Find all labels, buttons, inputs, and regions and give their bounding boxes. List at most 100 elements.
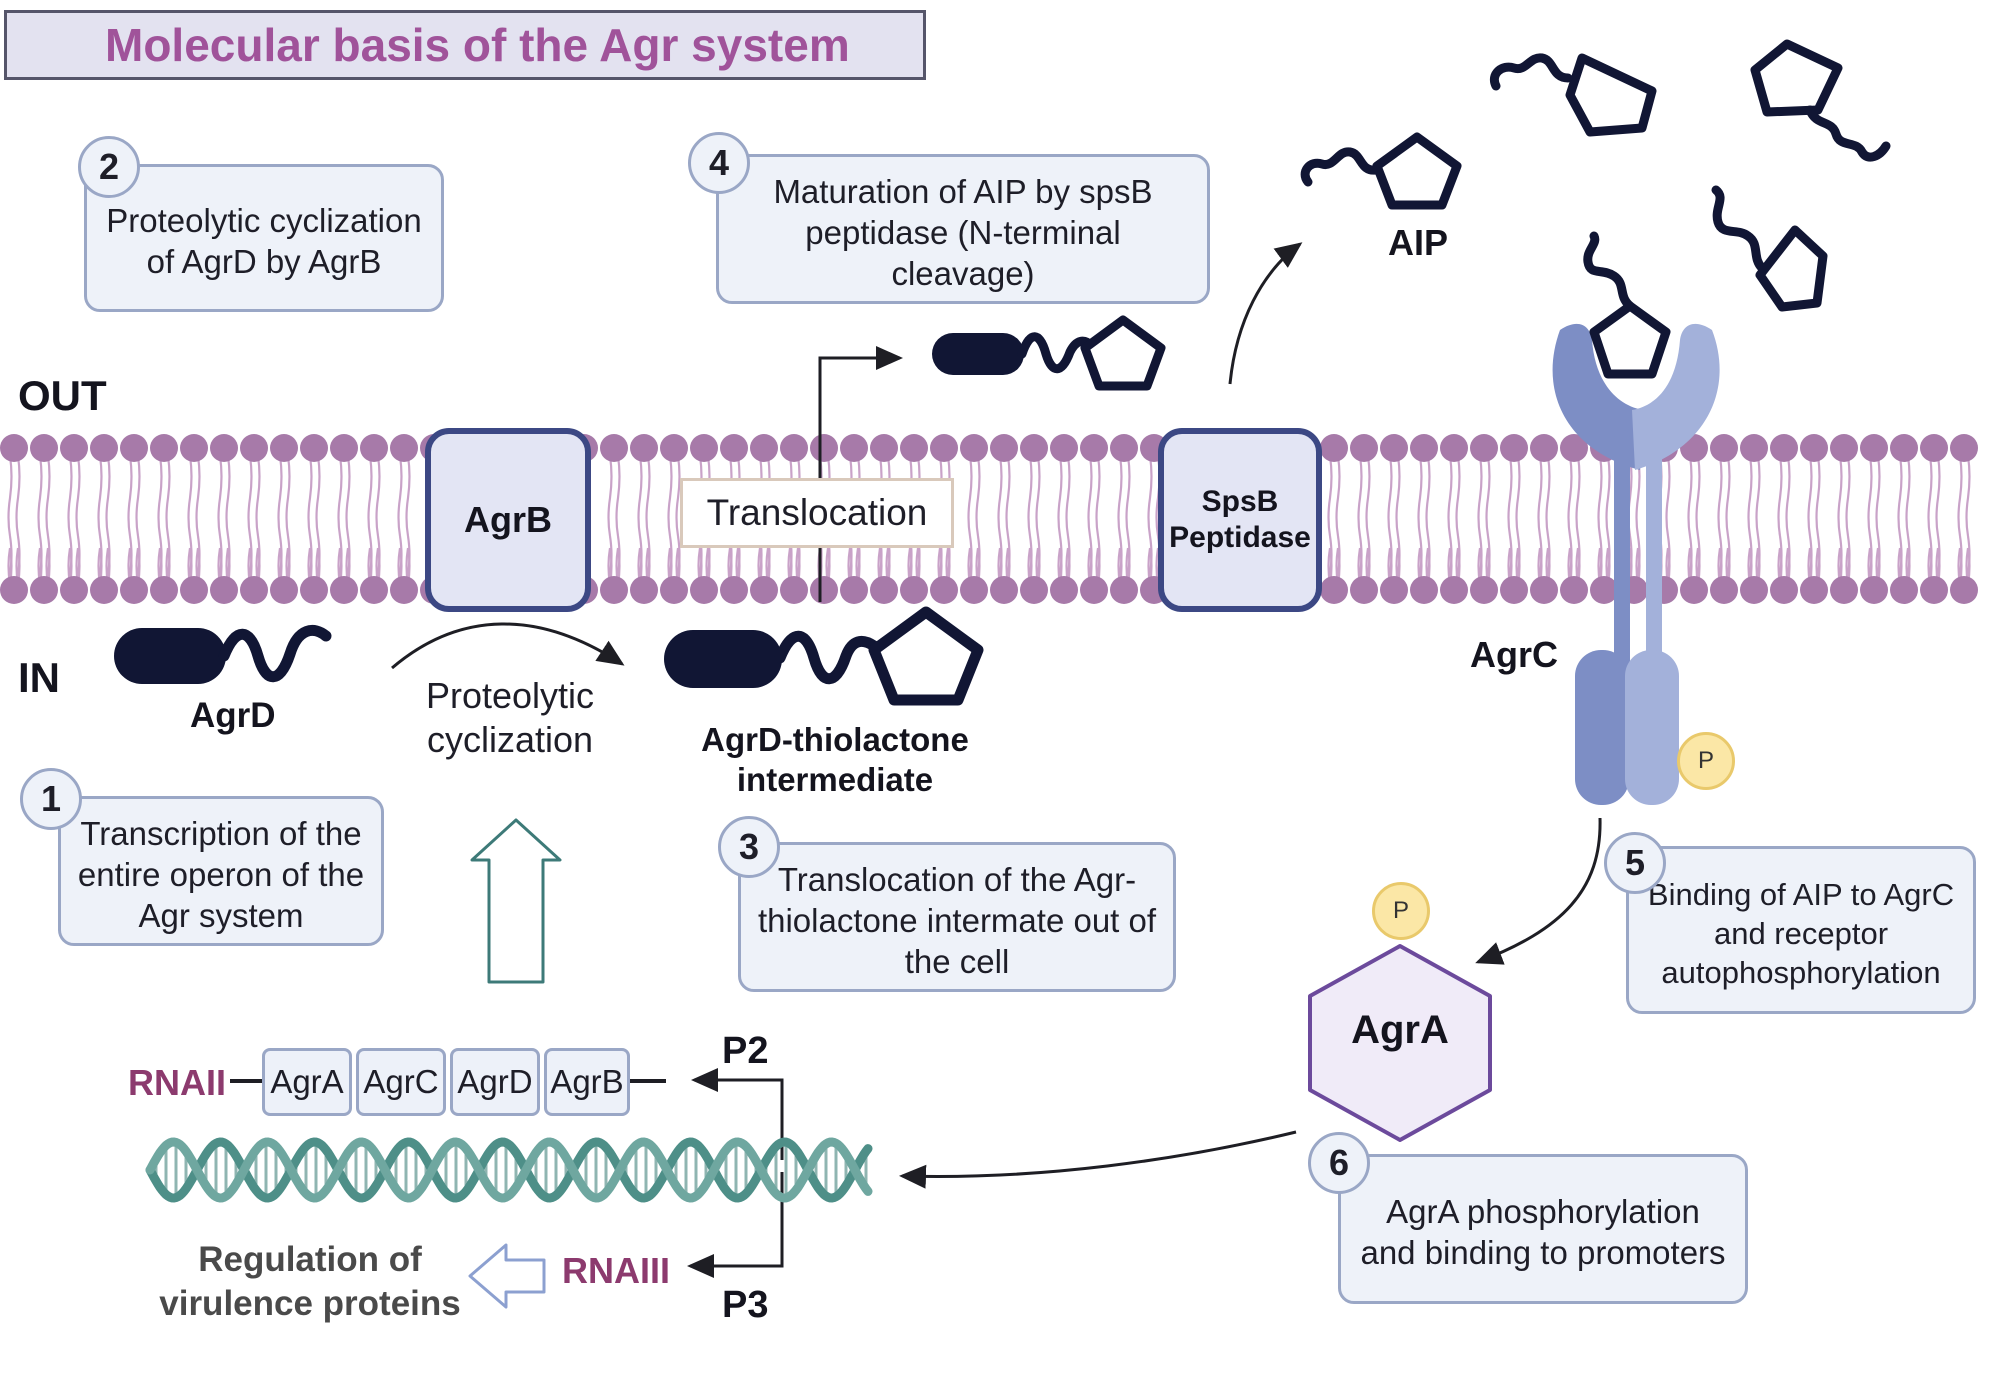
lipid-head [120,576,148,604]
lipid-tail [285,455,291,537]
agra-label: AgrA [1351,1008,1449,1052]
lipid-head [360,434,388,462]
lipid-head [90,576,118,604]
lipid-tail [315,455,321,537]
lipid-tail [397,455,403,537]
agra-phosphate-badge: P [1372,882,1430,940]
lipid-tail [1117,455,1123,537]
lipid-head [1560,576,1588,604]
agrc-label: AgrC [1470,634,1558,675]
lipid-tail [1575,455,1581,537]
lipid-head [1740,434,1768,462]
lipid-tail [1125,455,1131,537]
agra-hexagon [1308,944,1492,1142]
lipid-head [1860,434,1888,462]
lipid-tail [1867,455,1873,537]
lipid-head [1050,576,1078,604]
lipid-tail [1455,455,1461,537]
spsb-protein: SpsB Peptidase [1158,428,1322,612]
p3-arrow [687,1172,784,1278]
step-2-text: Proteolytic cyclization of AgrD by AgrB [106,202,422,280]
agra-to-dna-arrow [899,1130,1297,1189]
lipid-tail [1515,455,1521,537]
lipid-head [360,576,388,604]
lipid-tail [997,455,1003,537]
lipid-tail [667,455,673,537]
spsb-label: SpsB Peptidase [1169,485,1311,554]
gene-agrb: AgrB [544,1048,630,1116]
lipid-tail [1065,455,1071,537]
lipid-head [1590,576,1618,604]
lipid-head [1560,434,1588,462]
lipid-tail [1477,455,1483,537]
lipid-tail [1725,455,1731,537]
proteolytic-cyclization-label: Proteolytic cyclization [425,675,595,760]
lipid-head [1920,576,1948,604]
lipid-head [840,434,868,462]
step-3-number: 3 [718,816,780,878]
step-6-number: 6 [1308,1132,1370,1194]
lipid-head [1110,576,1138,604]
agrc-receptor [1552,323,1720,805]
lipid-head [1740,576,1768,604]
lipid-head [1470,434,1498,462]
p2-arrow [691,1068,784,1160]
lipid-head [1770,576,1798,604]
lipid-tail [1777,455,1783,537]
lipid-head [1380,434,1408,462]
lipid-tail [967,455,973,537]
out-label: OUT [18,372,107,419]
lipid-head [750,576,778,604]
lipid-tail [1545,455,1551,537]
lipid-head [0,576,28,604]
step-4-text: Maturation of AIP by spsB peptidase (N-t… [773,172,1153,292]
lipid-head [1500,434,1528,462]
lipid-head [1410,576,1438,604]
arrows [230,242,1602,1278]
lipid-tail [1957,455,1963,537]
lipid-tail [247,455,253,537]
title-box: Molecular basis of the Agr system [4,10,926,80]
lipid-tail [307,455,313,537]
lipid-tail [1807,455,1813,537]
dna-strand [145,1137,873,1203]
lipid-tail [1147,455,1153,537]
lipid-head [60,576,88,604]
lipid-tail [1927,455,1933,537]
lipid-tail [1507,455,1513,537]
lipid-tail [1357,455,1363,537]
lipid-tail [637,455,643,537]
lipid-head [1380,576,1408,604]
lipid-head [240,576,268,604]
lipid-tail [217,455,223,537]
lipid-head [330,576,358,604]
lipid-head [1680,576,1708,604]
lipid-tail [1597,455,1603,537]
lipid-tail [277,455,283,537]
lipid-head [1830,576,1858,604]
lipid-head [1860,576,1888,604]
lipid-tail [105,455,111,537]
lipid-tail [1005,455,1011,537]
agrb-label: AgrB [464,499,552,540]
lipid-head [330,434,358,462]
lipid-tail [675,455,681,537]
lipid-head [390,576,418,604]
lipid-tail [367,455,373,537]
lipid-tail [1567,455,1573,537]
agrd-label: AgrD [190,696,276,735]
lipid-tail [1837,455,1843,537]
cyclization-arrow [391,622,625,670]
lipid-head [720,576,748,604]
lipid-tail [975,455,981,537]
lipid-head [630,576,658,604]
lipid-head [780,576,808,604]
lipid-tail [37,455,43,537]
lipid-tail [255,455,261,537]
thiolactone-label: AgrD-thiolactone intermediate [701,721,969,798]
step-1-text: Transcription of the entire operon of th… [77,814,365,934]
lipid-tail [1747,455,1753,537]
step-5-number: 5 [1604,832,1666,894]
thiolactone-peptide [664,606,984,706]
